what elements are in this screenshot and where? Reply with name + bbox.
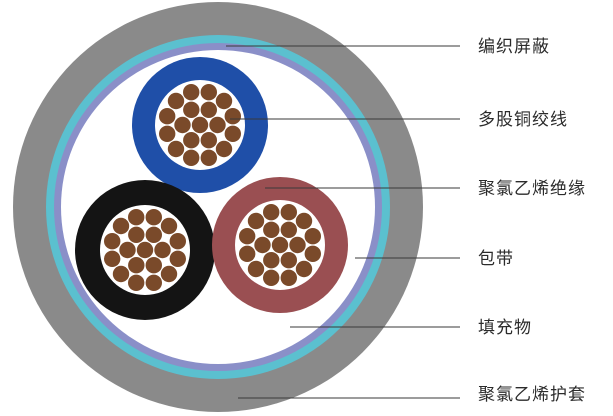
blue-core-strand (183, 84, 200, 101)
red-core-strand (239, 245, 256, 262)
label-braided-shield: 编织屏蔽 (478, 37, 550, 57)
blue-core-strand (183, 101, 200, 119)
red-core-strand (263, 204, 280, 221)
red-core-strand (295, 212, 313, 230)
label-stranded-copper: 多股铜绞线 (478, 110, 568, 130)
black-core-strand (145, 257, 162, 274)
blue-core-strand (224, 125, 241, 142)
red-core-strand (280, 252, 297, 269)
red-core-strand (239, 228, 256, 245)
black-core-strand (169, 250, 186, 267)
black-core (75, 180, 215, 320)
label-wrapping-tape: 包带 (478, 249, 514, 269)
red-core-strand (304, 228, 321, 245)
red-core-strand (254, 236, 271, 254)
black-core-strand (128, 226, 145, 243)
black-core-strand (154, 241, 171, 259)
red-core-strand (247, 260, 265, 278)
red-core-strand (263, 221, 280, 238)
red-core-strand (280, 204, 297, 221)
black-core-strand (145, 226, 162, 243)
black-core-strand (169, 233, 186, 250)
black-core-strand (104, 233, 121, 250)
label-pvc-insulation: 聚氯乙烯绝缘 (478, 179, 586, 199)
label-filler: 填充物 (478, 318, 532, 338)
black-core-strand (128, 209, 145, 226)
black-core-strand (160, 265, 178, 283)
blue-core (132, 57, 268, 193)
blue-core-strand (224, 108, 241, 125)
black-core-strand (145, 274, 162, 291)
blue-core-strand (159, 108, 176, 125)
blue-core-strand (159, 125, 176, 142)
red-core-strand (304, 245, 321, 262)
blue-core-strand (215, 92, 233, 110)
blue-core-strand (215, 140, 233, 158)
blue-core-strand (209, 116, 226, 134)
black-core-strand (112, 265, 130, 283)
red-core-strand (280, 269, 297, 286)
red-core-strand (263, 252, 280, 269)
label-pvc-sheath: 聚氯乙烯护套 (478, 385, 586, 405)
red-core-strand (289, 236, 306, 254)
black-core-strand (145, 209, 162, 226)
black-core-strand (128, 257, 145, 274)
red-core-strand (263, 269, 280, 286)
blue-core-strand (183, 149, 200, 166)
black-core-strand (104, 250, 121, 267)
blue-core-strand (167, 140, 185, 158)
black-core-strand (136, 241, 154, 259)
blue-core-strand (174, 116, 191, 134)
red-core-strand (247, 212, 265, 230)
blue-core-strand (200, 101, 217, 119)
black-core-strand (112, 217, 130, 235)
black-core-strand (128, 274, 145, 291)
black-core-strand (160, 217, 178, 235)
red-core-strand (280, 221, 297, 238)
red-core-strand (271, 236, 289, 254)
red-core (212, 177, 348, 313)
black-core-strand (119, 241, 136, 259)
blue-core-strand (191, 116, 209, 134)
blue-core-strand (200, 84, 217, 101)
blue-core-strand (200, 132, 217, 149)
blue-core-strand (200, 149, 217, 166)
red-core-strand (295, 260, 313, 278)
blue-core-strand (167, 92, 185, 110)
blue-core-strand (183, 132, 200, 149)
